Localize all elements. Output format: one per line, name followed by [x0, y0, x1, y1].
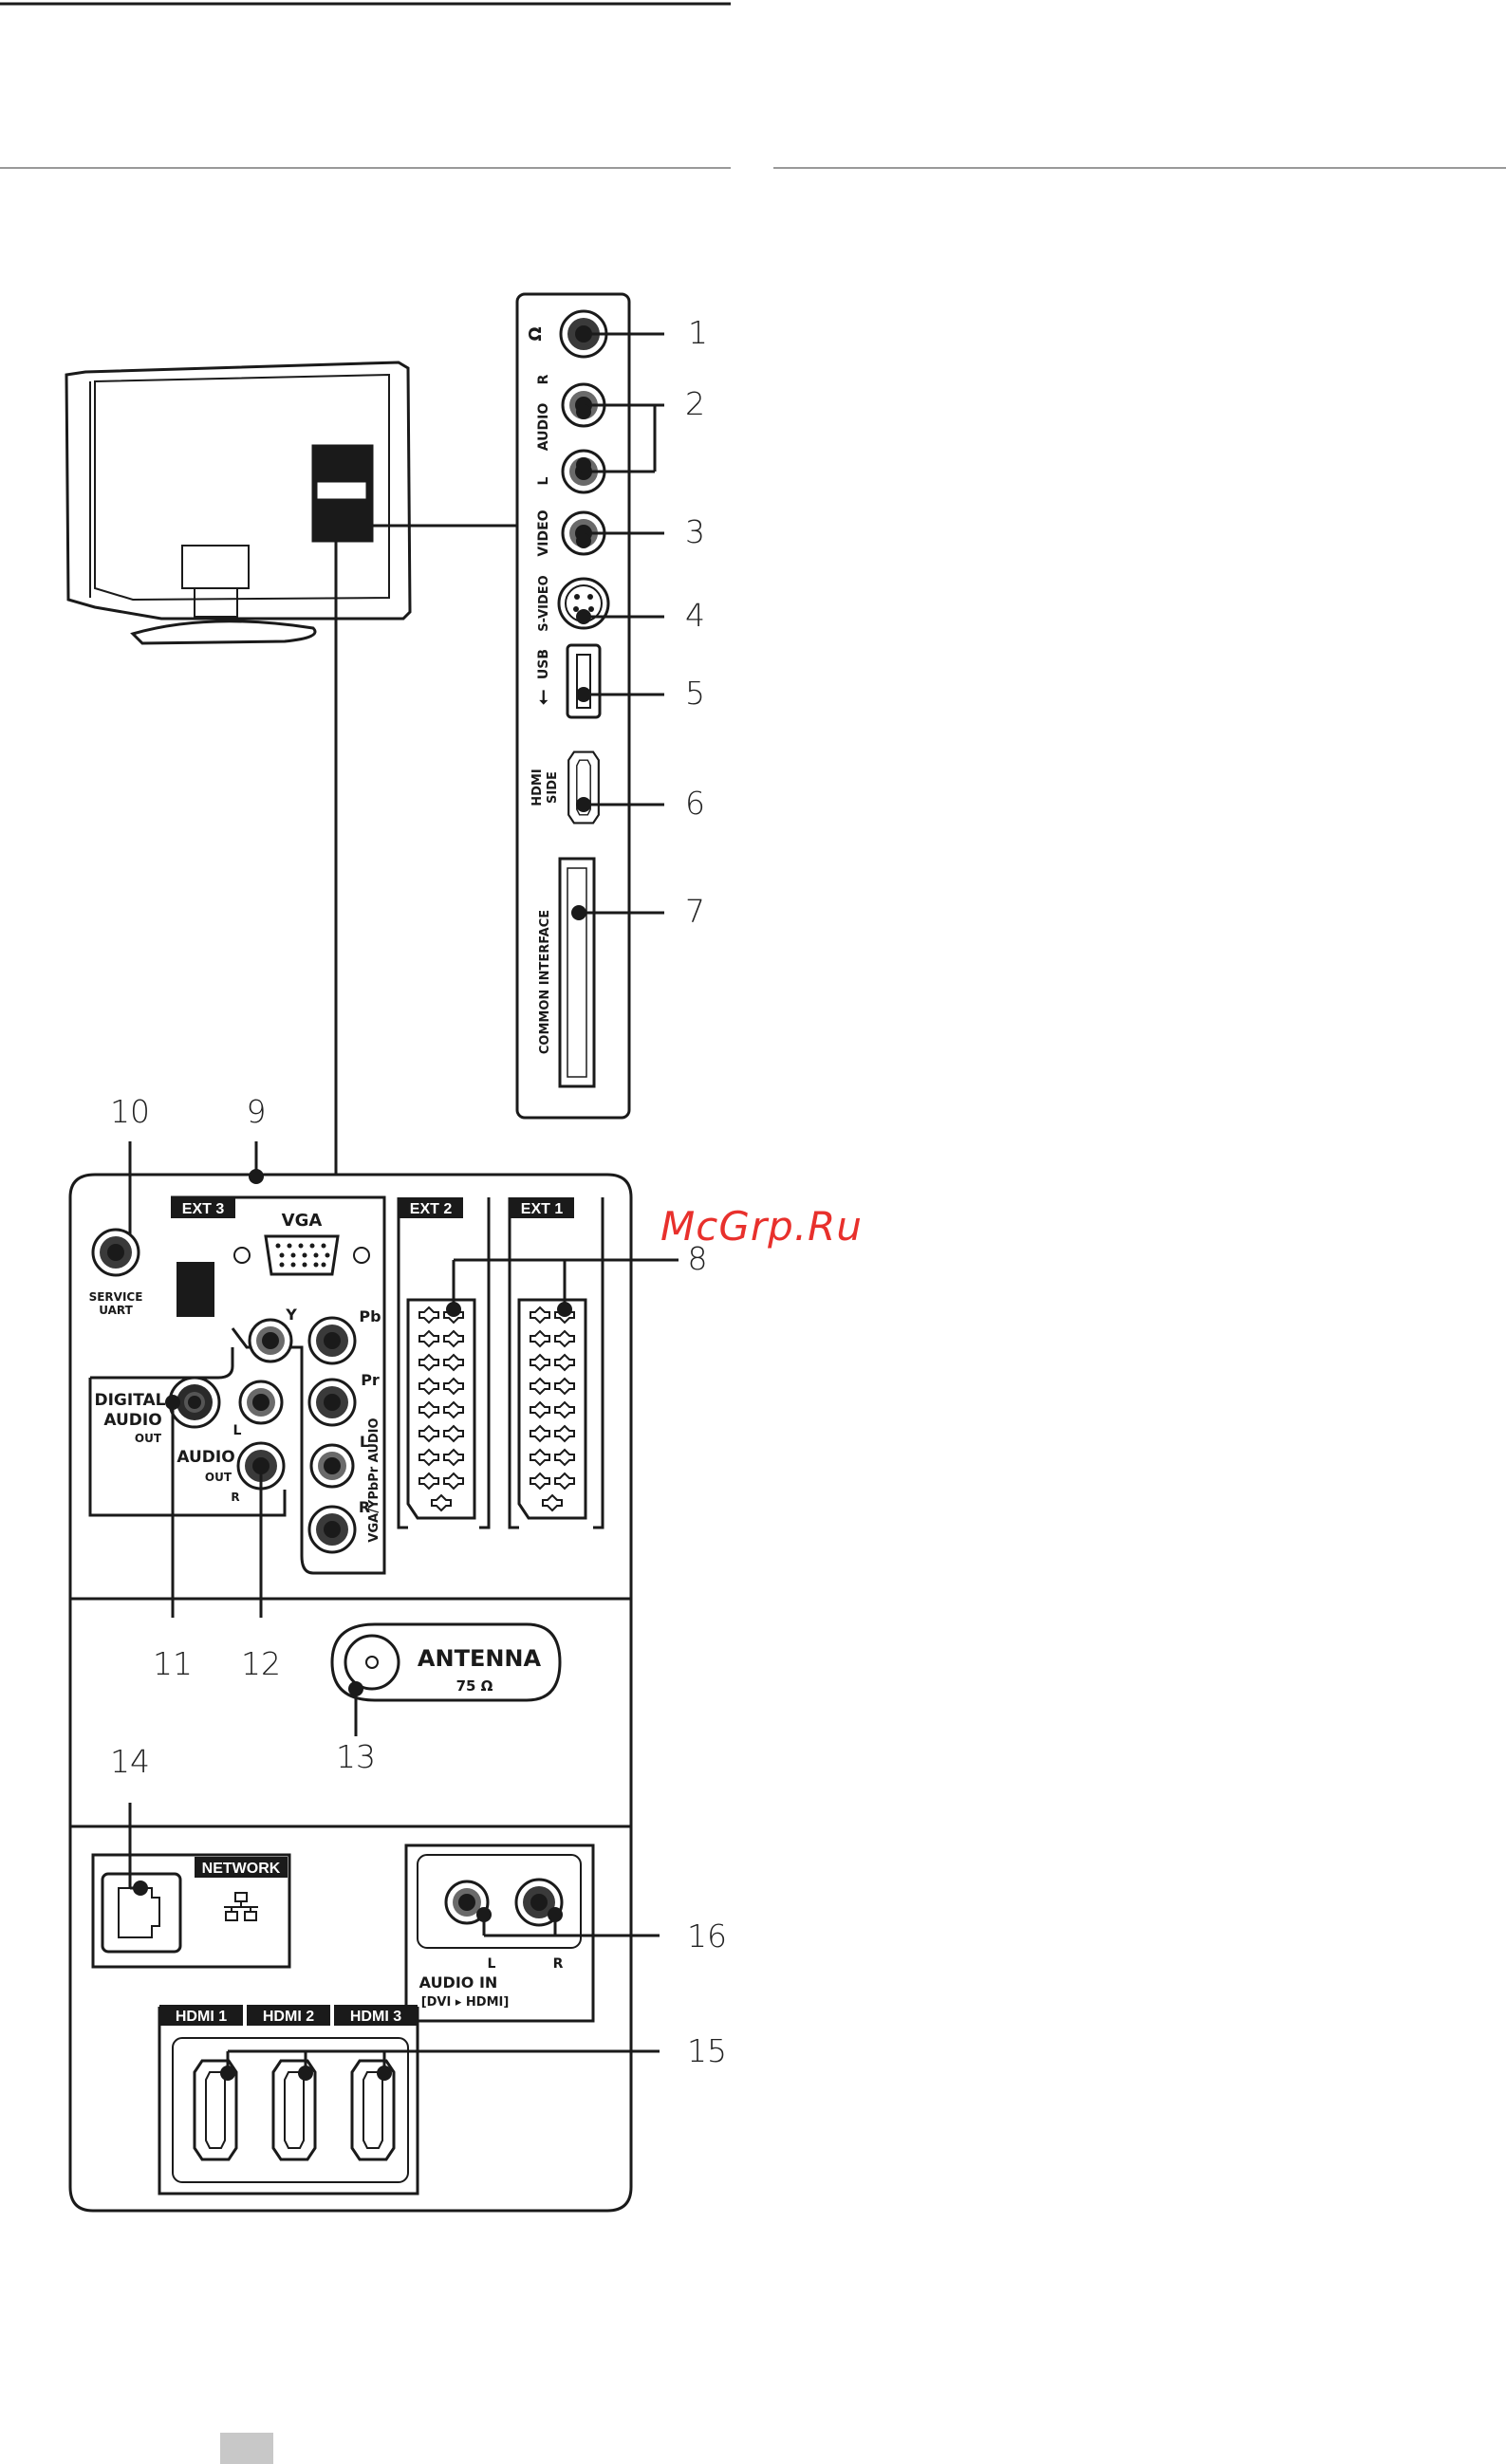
usb-port: [567, 645, 600, 717]
side-audio-label: AUDIO: [536, 403, 551, 452]
headphone-icon: Ω: [526, 326, 546, 341]
vga-audio-label: VGA/YPbPr AUDIO: [367, 1417, 381, 1542]
audio-out-l-jack: [240, 1381, 282, 1423]
pb-jack: [309, 1318, 355, 1363]
tv-back-illustration: [66, 362, 410, 643]
audio-out-out-label: OUT: [205, 1471, 232, 1484]
audio-out-r-label: R: [231, 1491, 239, 1504]
service-uart-jack: [93, 1230, 139, 1275]
side-hdmi-label-2: SIDE: [546, 771, 560, 804]
ext2-label: EXT 2: [410, 1201, 453, 1217]
callout-3: 3: [685, 513, 705, 550]
callout-1: 1: [688, 314, 708, 351]
callout-14: 14: [110, 1743, 150, 1780]
callout-8: 8: [688, 1240, 708, 1277]
audio-out-label: AUDIO: [177, 1448, 234, 1467]
pr-label: Pr: [361, 1371, 380, 1389]
callout-4: 4: [685, 597, 705, 634]
audio-in-l-label: L: [488, 1956, 496, 1972]
callout-11: 11: [153, 1645, 193, 1682]
vga-label: VGA: [282, 1211, 323, 1231]
side-svideo-label: S-VIDEO: [537, 575, 551, 631]
side-usb-label: USB: [536, 649, 551, 679]
common-interface-slot: [560, 859, 594, 1086]
audio-in-r-label: R: [553, 1956, 564, 1972]
hdmi3-label: HDMI 3: [350, 2009, 401, 2025]
ext1-label: EXT 1: [521, 1201, 564, 1217]
pr-jack: [309, 1380, 355, 1425]
callout-15: 15: [687, 2032, 727, 2069]
y-label: Y: [285, 1306, 297, 1324]
antenna-port: [345, 1636, 399, 1689]
side-audio-l-label: L: [536, 476, 551, 485]
service-label-1: SERVICE: [89, 1290, 143, 1304]
antenna-label: ANTENNA: [418, 1645, 542, 1672]
ext3-label: EXT 3: [182, 1201, 225, 1217]
callout-6: 6: [685, 785, 705, 822]
digital-label: DIGITAL: [95, 1391, 166, 1410]
vga-audio-l-jack: [311, 1445, 353, 1487]
audio-out-l-label: L: [233, 1423, 242, 1438]
side-video-label: VIDEO: [536, 509, 551, 556]
network-label: NETWORK: [202, 1861, 281, 1877]
hdmi1-label: HDMI 1: [176, 2009, 227, 2025]
callout-12: 12: [241, 1645, 281, 1682]
callout-16: 16: [687, 1917, 727, 1955]
ext2-scart: [408, 1300, 474, 1518]
digital-out-label: OUT: [135, 1432, 162, 1445]
antenna-ohm-label: 75 Ω: [456, 1677, 493, 1695]
callout-13: 13: [336, 1738, 376, 1775]
callout-7: 7: [685, 893, 705, 930]
audio-in-label: AUDIO IN: [419, 1973, 498, 1992]
y-jack: [250, 1320, 291, 1362]
digital-audio-label: AUDIO: [103, 1411, 161, 1430]
callout-5: 5: [685, 675, 705, 712]
pb-label: Pb: [359, 1307, 381, 1325]
side-ci-label: COMMON INTERFACE: [538, 910, 552, 1054]
usb-icon: ⭠: [530, 690, 553, 705]
callout-10: 10: [110, 1093, 150, 1130]
vga-audio-r-jack: [309, 1507, 355, 1552]
side-hdmi-label-1: HDMI: [530, 769, 545, 806]
vga-ypbpr-icon: [177, 1262, 214, 1317]
side-panel: Ω R AUDIO L VIDEO S-VIDEO USB ⭠ HDMI SID…: [517, 294, 629, 1118]
callout-9: 9: [247, 1093, 267, 1130]
dvi-hdmi-label: [DVI ▸ HDMI]: [421, 1995, 510, 2010]
ext1-scart: [519, 1300, 586, 1518]
callout-2: 2: [685, 385, 705, 422]
service-label-2: UART: [99, 1304, 133, 1317]
side-audio-r-label: R: [536, 374, 551, 384]
hdmi-side-port: [568, 752, 599, 824]
hdmi2-label: HDMI 2: [263, 2009, 314, 2025]
